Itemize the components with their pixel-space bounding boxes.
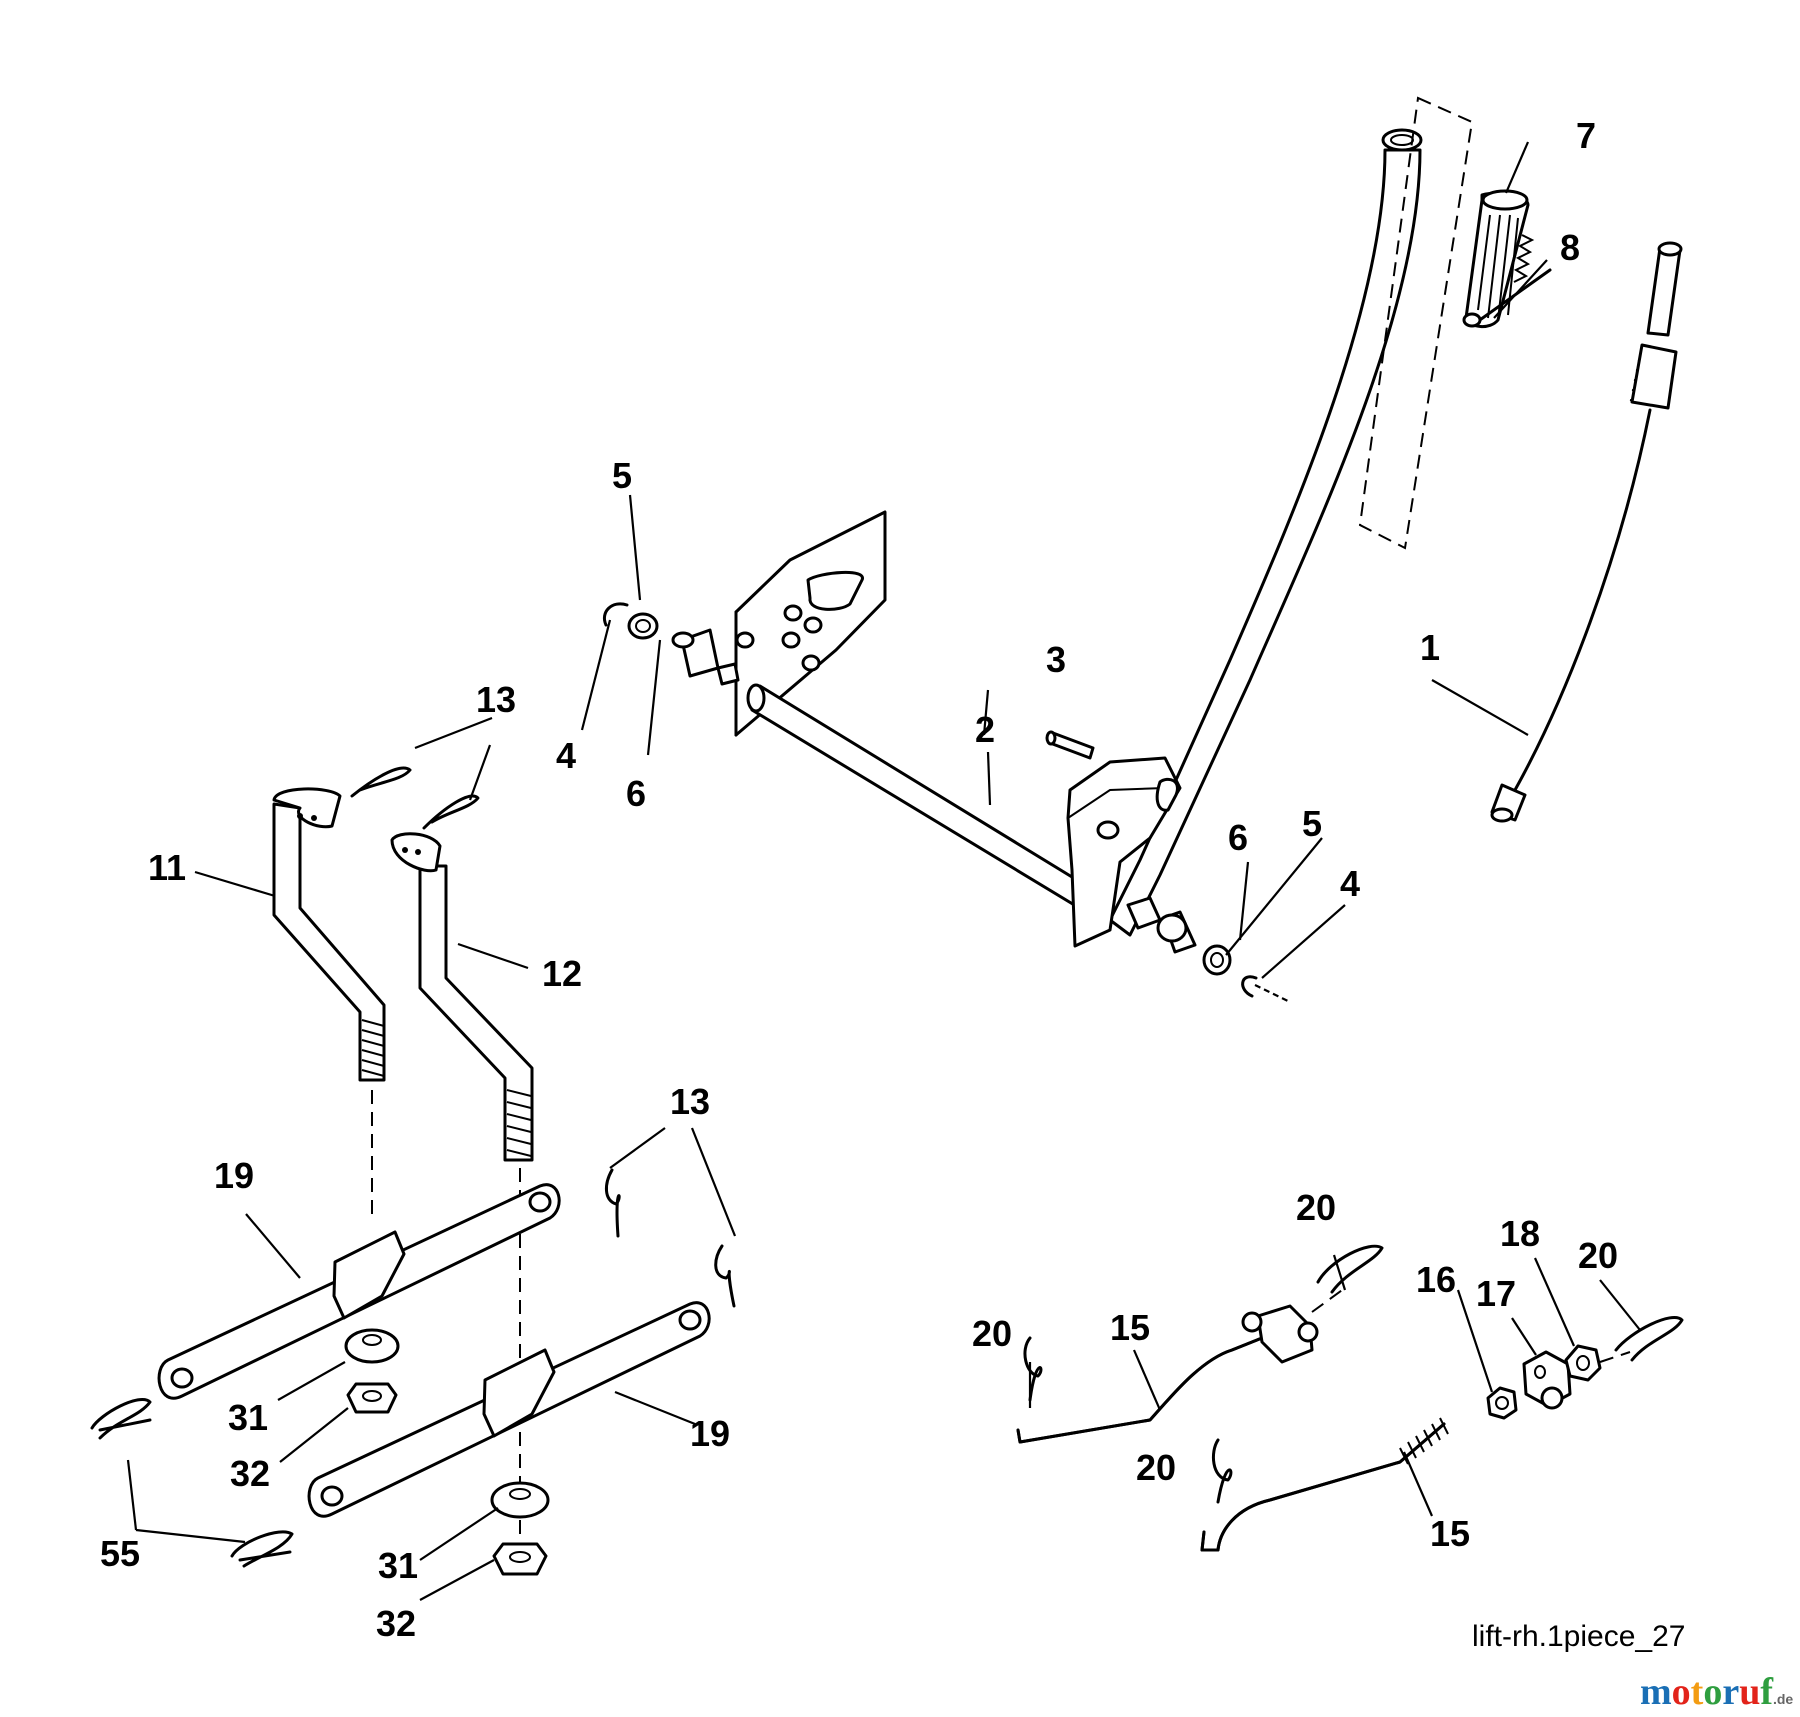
adjuster-block-upper [1241, 1304, 1319, 1364]
hairpin-clip-top-a [350, 766, 412, 798]
callout-16: 16 [1416, 1259, 1456, 1300]
watermark-letter: f [1760, 1671, 1774, 1713]
callout-31a: 31 [228, 1397, 268, 1438]
left-bushing [671, 628, 740, 686]
callout-2: 2 [975, 709, 995, 750]
callout-12: 12 [542, 953, 582, 994]
block-17 [1522, 1350, 1572, 1410]
hairpin-clip-55-b [230, 1530, 294, 1568]
shaft-bracket [1066, 756, 1182, 948]
callout-13b: 13 [670, 1081, 710, 1122]
left-clip [603, 602, 629, 627]
watermark-logo: motoruf.de [1640, 1671, 1793, 1713]
callout-11: 11 [148, 847, 186, 888]
callout-7: 7 [1576, 115, 1596, 156]
callout-20c: 20 [1578, 1235, 1618, 1276]
svg-text:motoruf.de: motoruf.de [1640, 1671, 1793, 1713]
hairpin-clip-top-b [422, 794, 480, 830]
callout-20d: 20 [1136, 1447, 1176, 1488]
callout-5a: 5 [612, 455, 632, 496]
callout-19a: 19 [214, 1155, 254, 1196]
hairpin-clip-20-c [1614, 1316, 1684, 1362]
callout-5b: 5 [1302, 803, 1322, 844]
leader-lines [126, 141, 1641, 1601]
mounting-plate [734, 510, 887, 737]
watermark-letter: u [1739, 1671, 1760, 1713]
callout-55: 55 [100, 1533, 140, 1574]
hairpin-clip-mid-b [714, 1244, 736, 1308]
adjusting-rod-lower [1200, 1417, 1449, 1552]
callout-15b: 15 [1430, 1513, 1470, 1554]
watermark-suffix: .de [1773, 1691, 1793, 1707]
callout-13a: 13 [476, 679, 516, 720]
callout-20b: 20 [1296, 1187, 1336, 1228]
callout-4b: 4 [1340, 863, 1360, 904]
callout-15a: 15 [1110, 1307, 1150, 1348]
nut-lower [492, 1542, 548, 1576]
hairpin-clip-20-a [1023, 1336, 1043, 1402]
lift-link-11 [272, 787, 386, 1082]
watermark-letter: t [1691, 1671, 1704, 1713]
callout-20a: 20 [972, 1313, 1012, 1354]
callout-4a: 4 [556, 735, 576, 776]
grommet-lower [490, 1481, 550, 1519]
hairpin-clip-20-d [1211, 1438, 1233, 1504]
lift-shaft [746, 683, 1092, 908]
callout-8: 8 [1560, 227, 1580, 268]
callout-17: 17 [1476, 1273, 1516, 1314]
lift-bar-lower [307, 1301, 711, 1518]
watermark-letter: m [1640, 1671, 1672, 1713]
callout-32b: 32 [376, 1603, 416, 1644]
callout-32a: 32 [230, 1453, 270, 1494]
grommet-upper [344, 1328, 400, 1364]
callout-6a: 6 [626, 773, 646, 814]
callout-labels: 1 2 3 4 4 5 5 6 6 7 8 11 12 13 13 15 15 … [100, 115, 1618, 1644]
lift-link-12 [390, 832, 534, 1162]
nut-upper [346, 1382, 398, 1414]
handle-grip [1464, 189, 1535, 328]
hairpin-clip-mid-a [605, 1168, 621, 1238]
callout-19b: 19 [690, 1413, 730, 1454]
left-washer [627, 612, 659, 640]
right-bushing [1126, 896, 1197, 954]
hairpin-clip-20-b [1316, 1244, 1384, 1294]
grip-dashed-outline [1358, 96, 1474, 550]
watermark-letter: o [1703, 1671, 1722, 1713]
lift-handle [1108, 128, 1423, 937]
roll-pin [1045, 730, 1095, 760]
right-washer [1202, 944, 1232, 976]
callout-1: 1 [1420, 627, 1440, 668]
nut-16 [1486, 1386, 1518, 1420]
callout-6b: 6 [1228, 817, 1248, 858]
lift-bar-upper [157, 1183, 561, 1400]
hairpin-clip-55-a [90, 1398, 152, 1440]
right-clip [1241, 975, 1258, 998]
callout-31b: 31 [378, 1545, 418, 1586]
callout-3: 3 [1046, 639, 1066, 680]
nut-18 [1564, 1344, 1602, 1382]
lift-cable [1490, 241, 1683, 823]
watermark-letter: o [1672, 1671, 1691, 1713]
watermark-letter: r [1722, 1671, 1739, 1713]
callout-18: 18 [1500, 1213, 1540, 1254]
figure-id: lift-rh.1piece_27 [1472, 1620, 1685, 1653]
